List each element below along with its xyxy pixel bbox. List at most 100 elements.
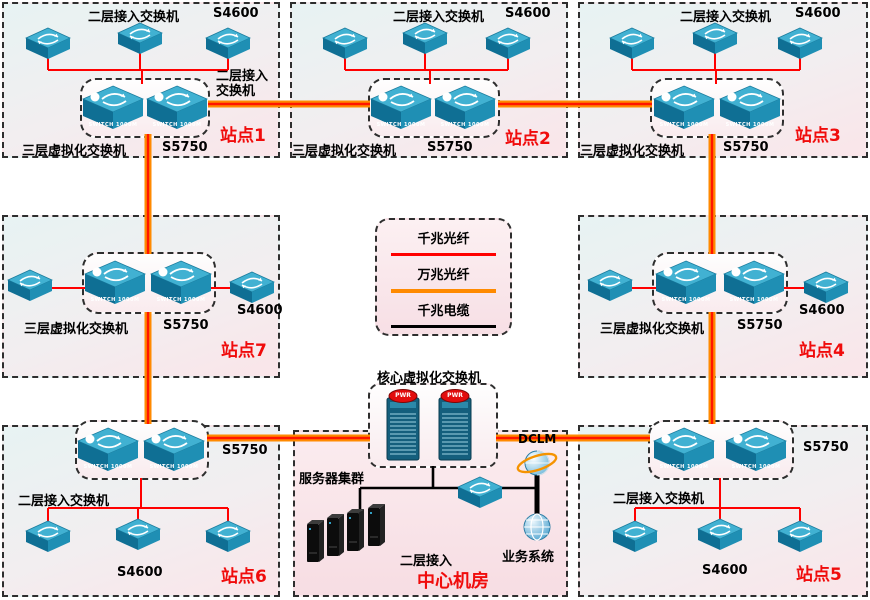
l2-switch-icon: [777, 27, 823, 63]
business-system-globe-icon: [520, 510, 554, 544]
server-tower-icon: [324, 510, 346, 558]
site6-virt-model: S5750: [222, 443, 268, 458]
server-tower-icon: [344, 505, 366, 553]
site2-name: 站点2: [505, 129, 551, 149]
l2-switch-icon: [692, 22, 738, 58]
site4-name: 站点4: [799, 341, 845, 361]
site3-virt-model: S5750: [723, 140, 769, 155]
site3-access-title: 二层接入交换机: [680, 10, 772, 25]
site7-virt-model: S5750: [163, 318, 209, 333]
site2-virt-model: S5750: [427, 140, 473, 155]
datacenter-name: 中心机房: [417, 571, 489, 592]
l3-switch-icon: SWITCH 1000M: [143, 427, 205, 473]
site3-access-model: S4600: [795, 6, 841, 21]
legend-box: 千兆光纤 万兆光纤 千兆电缆: [375, 218, 512, 336]
legend-gigabit-cable-label: 千兆电缆: [417, 304, 470, 319]
l2-switch-icon: [609, 27, 655, 63]
l3-switch-icon: SWITCH 1000M: [725, 427, 787, 473]
site7-name: 站点7: [221, 341, 267, 361]
site7-virt-label: 三层虚拟化交换机: [24, 322, 129, 337]
site4-virt-model: S5750: [737, 318, 783, 333]
switch-front-text: SWITCH 1000M: [661, 297, 711, 303]
l2-switch-icon: [115, 518, 161, 554]
l2-switch-icon: [485, 27, 531, 63]
l3-switch-icon: SWITCH 1000M: [84, 260, 146, 306]
legend-10g-fiber-label: 万兆光纤: [417, 268, 470, 283]
l3-switch-icon: SWITCH 1000M: [434, 85, 496, 131]
dclm-globe-icon: [515, 446, 559, 480]
l3-switch-icon: SWITCH 1000M: [655, 260, 717, 306]
server-cluster-label: 服务器集群: [299, 472, 365, 487]
site6-access-model: S4600: [117, 565, 163, 580]
l2-switch-icon: [25, 520, 71, 556]
l2-switch-icon: [777, 520, 823, 556]
l2-switch-icon: [697, 518, 743, 554]
legend-10g-fiber-line: [391, 289, 496, 293]
site2-access-model: S4600: [505, 6, 551, 21]
l2-switch-icon: [25, 27, 71, 63]
site1-virt-label: 三层虚拟化交换机: [22, 144, 127, 159]
site5-virt-model: S5750: [803, 440, 849, 455]
switch-front-text: SWITCH 1000M: [88, 122, 138, 128]
server-tower-icon: [304, 516, 326, 564]
core-switch-device: PWR: [384, 388, 422, 462]
site1-virt-model: S5750: [162, 140, 208, 155]
site2-access-title: 二层接入交换机: [393, 10, 485, 25]
switch-front-text: SWITCH 1000M: [376, 122, 426, 128]
l2-switch-icon: [205, 27, 251, 63]
site1-name: 站点1: [220, 126, 266, 146]
dclm-label: DCLM: [518, 432, 557, 446]
server-tower-icon: [365, 500, 387, 548]
switch-front-text: SWITCH 1000M: [659, 122, 709, 128]
site5-access-model: S4600: [702, 563, 748, 578]
dc-access-label: 二层接入: [400, 554, 453, 569]
site3-virt-label: 三层虚拟化交换机: [580, 144, 685, 159]
l3-switch-icon: SWITCH 1000M: [653, 427, 715, 473]
l2-switch-icon: [229, 271, 275, 307]
l3-switch-icon: SWITCH 1000M: [653, 85, 715, 131]
site2-virt-label: 三层虚拟化交换机: [292, 144, 397, 159]
l2-switch-icon: [612, 520, 658, 556]
site4-virt-label: 三层虚拟化交换机: [600, 322, 705, 337]
switch-front-text: SWITCH 1000M: [152, 122, 202, 128]
pwr-badge: PWR: [447, 392, 463, 399]
site5-name: 站点5: [796, 565, 842, 585]
l2-switch-icon: [117, 22, 163, 58]
site1-access-model: S4600: [213, 6, 259, 21]
l2-switch-icon: [803, 271, 849, 307]
switch-front-text: SWITCH 1000M: [83, 464, 133, 470]
site1-mid-label: 二层接入交换机: [216, 69, 269, 99]
l3-switch-icon: SWITCH 1000M: [82, 85, 144, 131]
legend-gigabit-fiber-line: [391, 253, 496, 256]
l3-switch-icon: SWITCH 1000M: [77, 427, 139, 473]
switch-front-text: SWITCH 1000M: [729, 297, 779, 303]
legend-gigabit-cable-line: [391, 325, 496, 328]
l3-switch-icon: SWITCH 1000M: [150, 260, 212, 306]
site6-name: 站点6: [221, 567, 267, 587]
legend-gigabit-fiber-label: 千兆光纤: [417, 232, 470, 247]
l2-switch-icon: [587, 269, 633, 305]
l2-switch-icon: [322, 27, 368, 63]
switch-front-text: SWITCH 1000M: [90, 297, 140, 303]
l3-switch-icon: SWITCH 1000M: [370, 85, 432, 131]
switch-front-text: SWITCH 1000M: [725, 122, 775, 128]
switch-front-text: SWITCH 1000M: [149, 464, 199, 470]
switch-front-text: SWITCH 1000M: [156, 297, 206, 303]
switch-front-text: SWITCH 1000M: [731, 464, 781, 470]
l3-switch-icon: SWITCH 1000M: [146, 85, 208, 131]
l2-switch-icon: [457, 476, 503, 512]
switch-front-text: SWITCH 1000M: [659, 464, 709, 470]
core-switch-device: PWR: [436, 388, 474, 462]
site1-access-title: 二层接入交换机: [88, 10, 180, 25]
site5-access-title: 二层接入交换机: [613, 492, 705, 507]
business-system-label: 业务系统: [502, 550, 555, 565]
pwr-badge: PWR: [395, 392, 411, 399]
l2-switch-icon: [402, 22, 448, 58]
fiber-ring-links: [144, 100, 716, 442]
site3-name: 站点3: [795, 126, 841, 146]
l3-switch-icon: SWITCH 1000M: [719, 85, 781, 131]
l3-switch-icon: SWITCH 1000M: [723, 260, 785, 306]
site7-access-model: S4600: [237, 303, 283, 318]
switch-front-text: SWITCH 1000M: [440, 122, 490, 128]
